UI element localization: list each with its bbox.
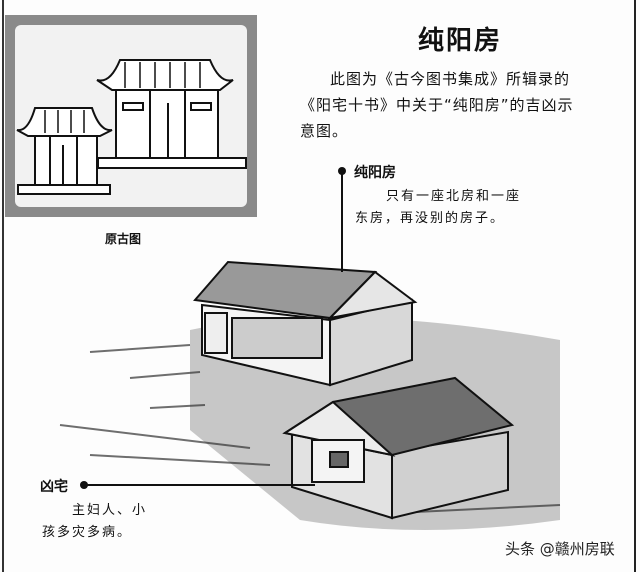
callout-bottom-leader [85,484,315,486]
intro-line-3: 意图。 [300,122,349,140]
callout-bottom-label: 凶宅 [40,479,68,495]
intro-line-2: 《阳宅十书》中关于“纯阳房”的吉凶示 [300,96,574,114]
original-illustration-caption: 原古图 [105,232,142,246]
callout-bottom-marker [80,481,88,489]
callout-top-leader [341,172,343,272]
callout-top-label: 纯阳房 [354,165,396,181]
inset-large-house [96,59,247,169]
page-border-left [2,0,4,572]
north-house [193,260,418,387]
callout-bottom-desc-1: 主妇人、小 [72,503,148,518]
source-watermark: 头条 @赣州房联 [505,540,615,558]
intro-paragraph: 此图为《古今图书集成》所辑录的 《阳宅十书》中关于“纯阳房”的吉凶示 意图。 [300,66,630,144]
south-house [282,376,515,520]
page-border-right [634,0,636,572]
callout-top-desc-1: 只有一座北房和一座 [386,189,522,204]
page-title: 纯阳房 [418,26,503,56]
callout-top-desc-2: 东房，再没别的房子。 [355,211,506,226]
callout-top-marker [338,167,346,175]
inset-small-house [16,107,113,195]
callout-bottom-desc-2: 孩多灾多病。 [42,525,133,540]
intro-line-1: 此图为《古今图书集成》所辑录的 [330,70,571,88]
